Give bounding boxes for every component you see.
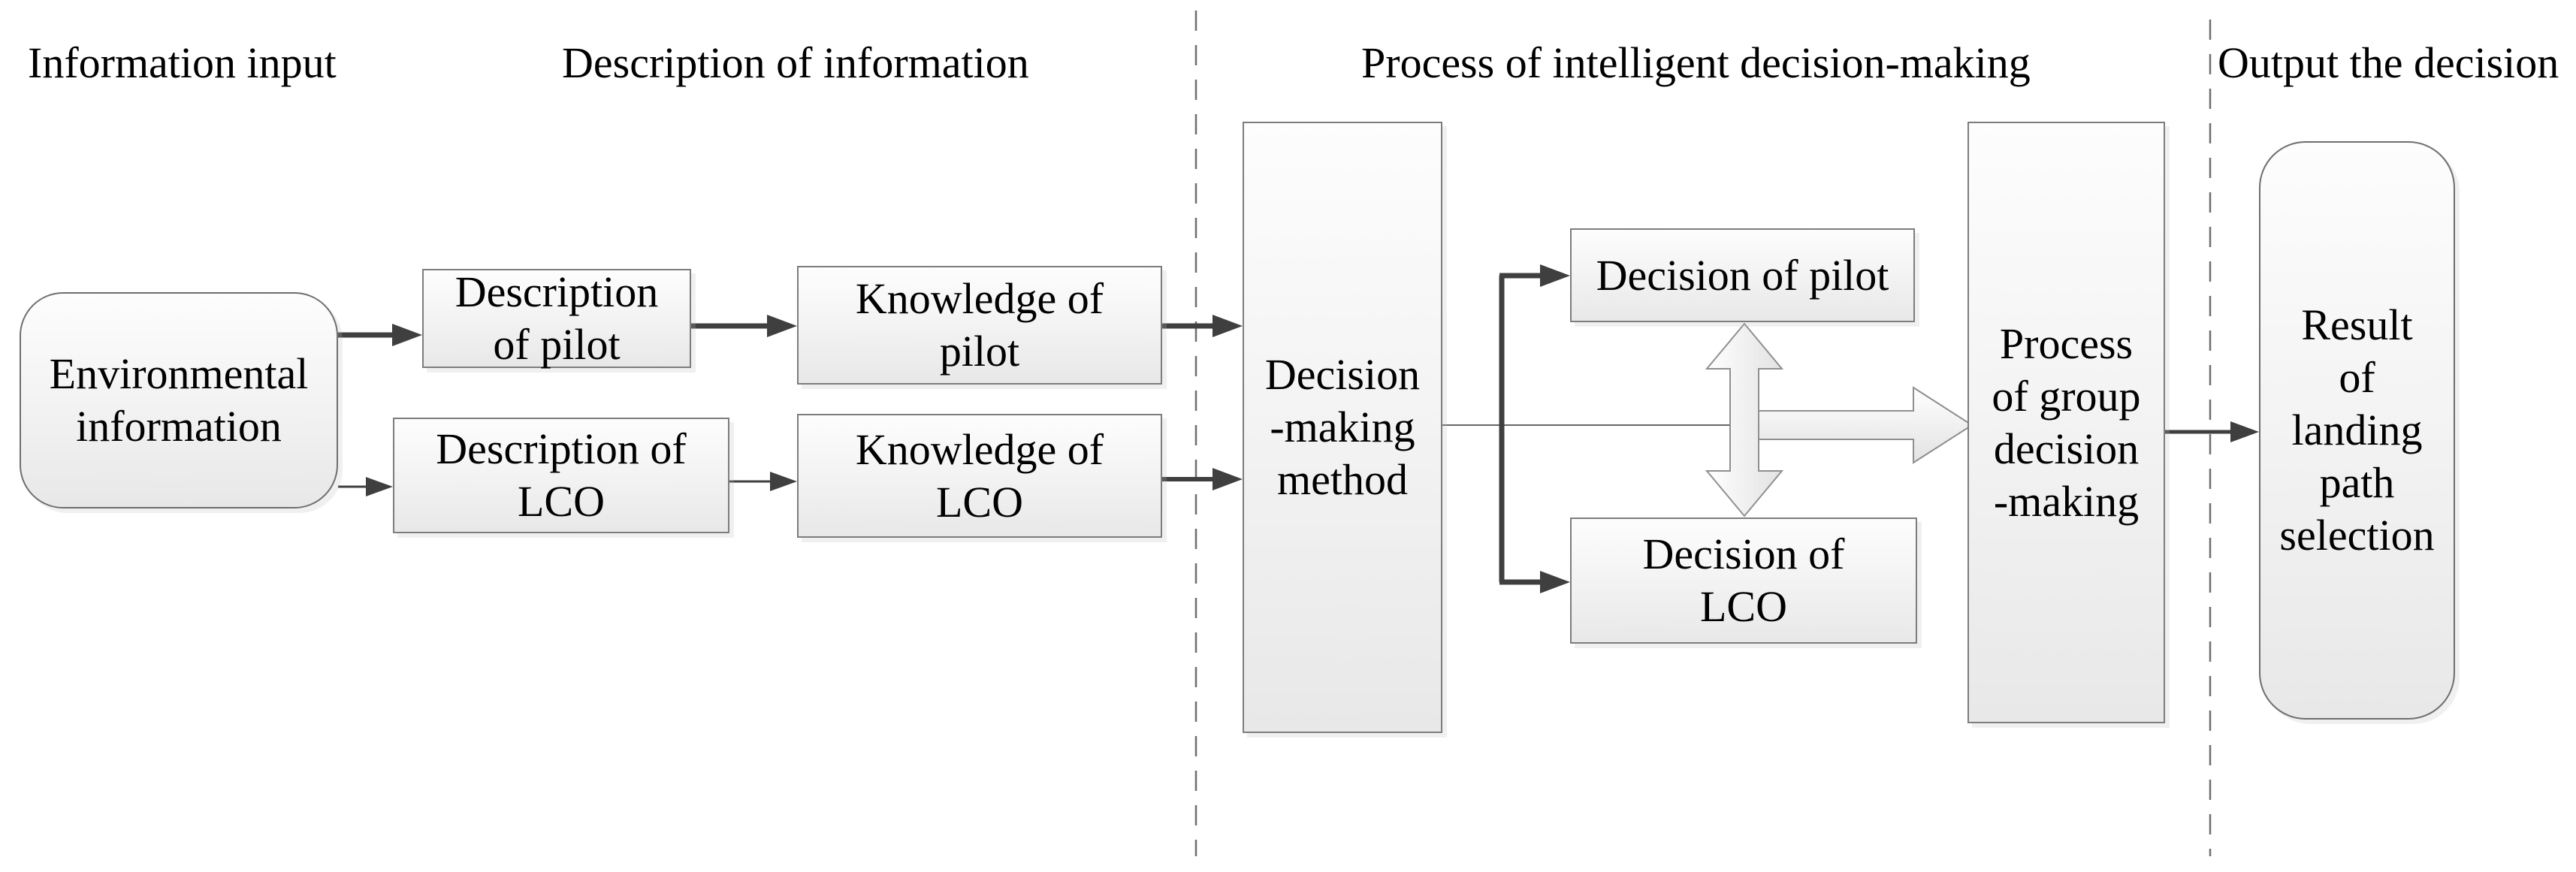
node-decision-making-method: Decision -making method	[1243, 122, 1442, 733]
node-description-of-pilot: Description of pilot	[422, 267, 691, 369]
node-decision-of-pilot: Decision of pilot	[1570, 228, 1915, 322]
arrow-description-to-knowledge-pilot	[691, 315, 797, 337]
node-process-of-group-decision-making: Process of group decision -making	[1967, 122, 2165, 723]
hollow-arrow-decisions-to-group-process	[1744, 386, 1974, 464]
node-knowledge-of-lco: Knowledge of LCO	[797, 414, 1162, 538]
arrow-knowledge-lco-to-method	[1162, 468, 1243, 490]
arrow-env-to-description-of-lco	[338, 477, 393, 496]
node-result-of-landing-path-selection: Result of landing path selection	[2259, 141, 2455, 720]
section-header-information-input: Information input	[28, 38, 337, 87]
arrow-env-to-description-of-pilot	[338, 324, 422, 346]
section-header-output-the-decision: Output the decision	[2218, 38, 2559, 87]
node-environmental-information: Environmental information	[20, 292, 338, 508]
hollow-double-arrow-pilot-lco-exchange	[1705, 322, 1784, 517]
arrow-description-to-knowledge-lco	[729, 472, 797, 491]
section-header-description-of-information: Description of information	[562, 38, 1029, 87]
arrow-knowledge-pilot-to-method	[1162, 315, 1243, 337]
node-knowledge-of-pilot: Knowledge of pilot	[797, 266, 1162, 385]
section-header-process-of-intelligent-decision-making: Process of intelligent decision-making	[1361, 38, 2031, 87]
node-description-of-lco: Description of LCO	[393, 418, 729, 533]
arrow-method-branch-elbow	[1499, 264, 1570, 593]
node-decision-of-lco: Decision of LCO	[1570, 517, 1917, 644]
arrow-process-to-result	[2165, 421, 2259, 442]
